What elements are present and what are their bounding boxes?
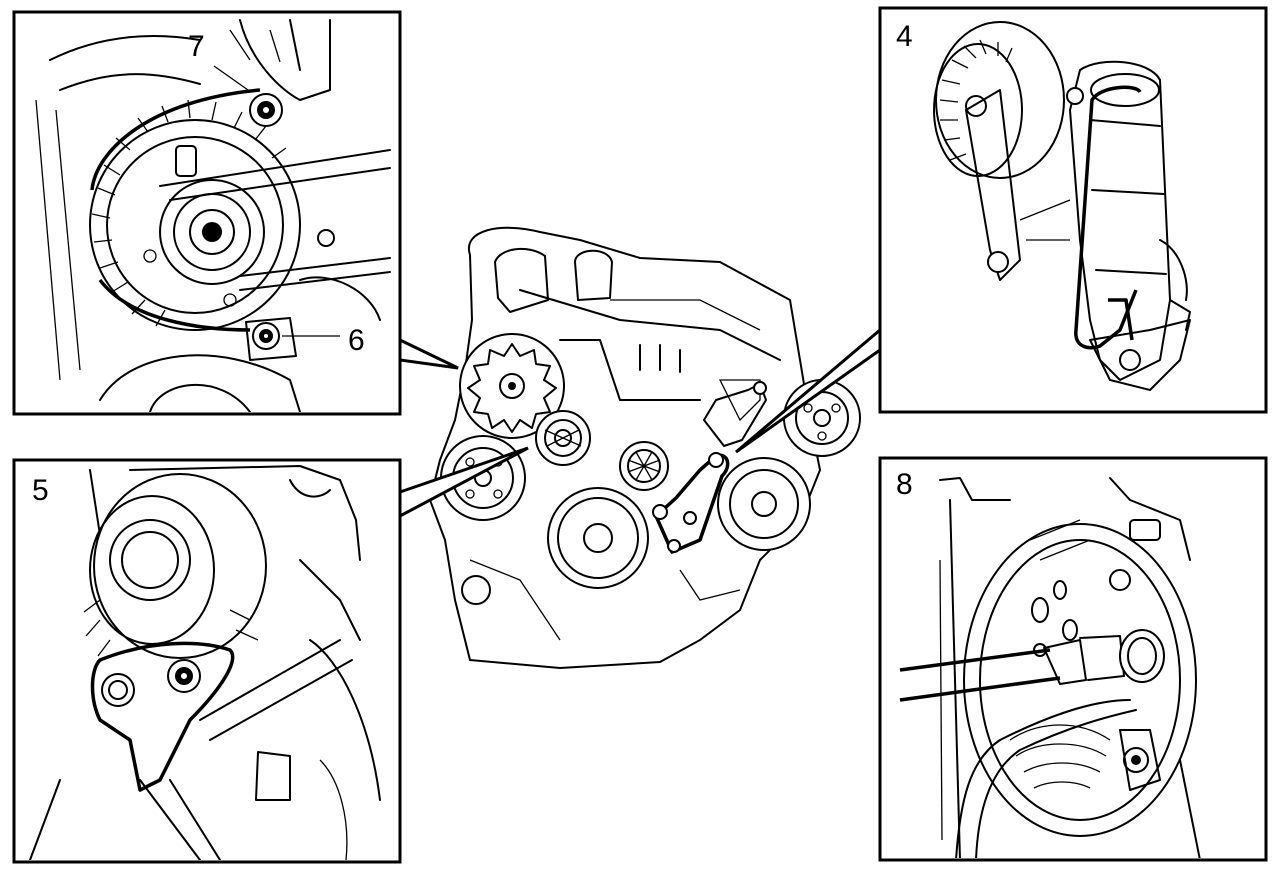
callout-8: 8 <box>896 468 913 501</box>
callout-5: 5 <box>32 474 49 507</box>
callout-7: 7 <box>188 30 205 63</box>
idler-pulley-upper <box>535 410 591 466</box>
tensioner-pulley <box>619 441 669 491</box>
detail-view-belt-tensioner: 4 <box>878 6 1268 414</box>
alternator-pulley <box>459 333 565 439</box>
callout-4: 4 <box>896 20 913 53</box>
detail-view-alternator-rear: 8 <box>878 456 1268 862</box>
detail-view-tensioner-bracket: 5 <box>12 458 402 864</box>
callout-pointers <box>398 326 882 519</box>
engine-overview <box>429 226 861 669</box>
ac-compressor-pulley <box>717 457 811 551</box>
detail-view-alternator-bolts: 7 6 <box>12 10 402 416</box>
callout-6: 6 <box>348 324 365 357</box>
crankshaft-pulley <box>547 487 649 589</box>
